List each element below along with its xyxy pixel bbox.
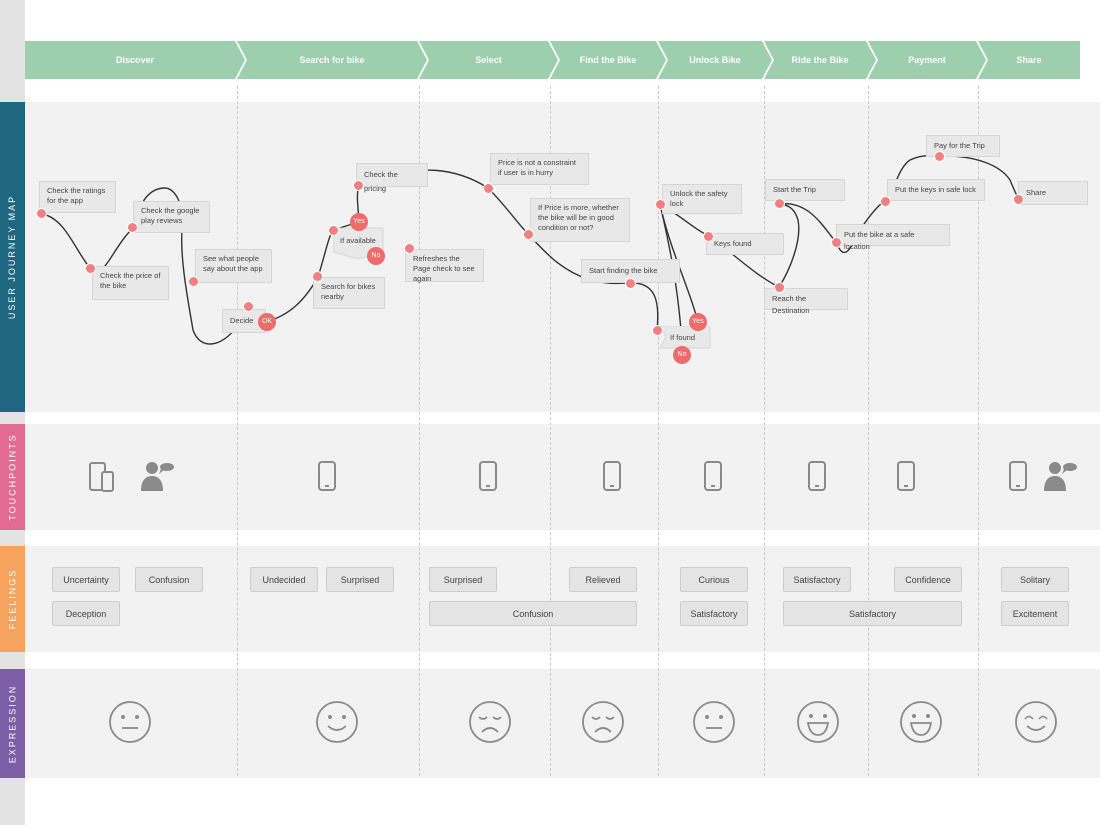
step-price-not: Price is not a constraint if user is in … [490, 153, 589, 185]
stage-find: Find the Bike [550, 41, 666, 79]
step-share: Share [1018, 181, 1088, 205]
sad-face-icon [469, 701, 511, 743]
touchpoints-band [25, 424, 1100, 530]
feeling-chip: Surprised [429, 567, 497, 592]
no-badge: No [673, 346, 691, 364]
person-chat-icon [1044, 462, 1077, 491]
step-search-bikes: Search for bikes nearby [313, 277, 385, 309]
journey-row-label: USER JOURNEY MAP [0, 102, 25, 412]
feeling-chip: Surprised [326, 567, 394, 592]
step-if-price-more: If Price is more, whether the bike will … [530, 198, 630, 242]
stage-select: Select [419, 41, 558, 79]
stage-search: Search for bike [237, 41, 427, 79]
devices-icon [89, 462, 114, 492]
smile-face-icon [316, 701, 358, 743]
grin-face-icon [900, 701, 942, 743]
step-marker [483, 183, 494, 194]
step-marker [703, 231, 714, 242]
step-refreshes: Refreshes the Page check to see again [405, 249, 484, 283]
stage-divider [658, 86, 659, 776]
step-keys-found: Keys found [706, 233, 784, 255]
step-marker [523, 229, 534, 240]
step-check-pricing: Check the pricing [356, 163, 428, 193]
feeling-chip: Deception [52, 601, 120, 626]
sad-face-icon [582, 701, 624, 743]
step-check-price: Check the price of the bike [92, 266, 169, 300]
step-put-bike: Put the bike at a safe location [836, 224, 950, 251]
feeling-chip: Satisfactory [783, 567, 851, 592]
feeling-chip: Undecided [250, 567, 318, 592]
step-marker [188, 276, 199, 287]
feeling-chip: Solitary [1001, 567, 1069, 592]
feeling-chip: Satisfactory [783, 601, 962, 626]
step-check-google: Check the google play reviews [133, 201, 210, 233]
stage-payment: Payment [868, 41, 986, 79]
feelings-row-label: FEELINGS [0, 546, 25, 652]
step-marker [1013, 194, 1024, 205]
step-marker [831, 237, 842, 248]
step-marker [774, 198, 785, 209]
step-marker [127, 222, 138, 233]
step-marker [243, 301, 254, 312]
grin-face-icon [797, 701, 839, 743]
feeling-chip: Confusion [429, 601, 637, 626]
neutral-face-icon [109, 701, 151, 743]
step-check-ratings: Check the ratings for the app [39, 181, 116, 213]
stage-divider [978, 86, 979, 776]
touchpoints-row-label: TOUCHPOINTS [0, 424, 25, 530]
step-marker [880, 196, 891, 207]
stage-discover: Discover [25, 41, 245, 79]
yes-badge: Yes [689, 313, 707, 331]
phone-icon [318, 461, 336, 491]
happy-face-icon [1015, 701, 1057, 743]
step-if-found: If found [670, 333, 696, 342]
phone-icon [808, 461, 826, 491]
step-if-available: If available [340, 236, 376, 245]
stage-divider [237, 86, 238, 776]
step-marker [934, 151, 945, 162]
step-pay-trip: Pay for the Trip [926, 135, 1000, 157]
step-put-keys: Put the keys in safe lock [887, 179, 985, 201]
step-marker [36, 208, 47, 219]
step-marker [774, 282, 785, 293]
phone-icon [603, 461, 621, 491]
stage-unlock: Unlock Bike [658, 41, 772, 79]
step-reach-destination: Reach the Destination [764, 288, 848, 315]
feeling-chip: Uncertainty [52, 567, 120, 592]
stage-divider [868, 86, 869, 776]
step-marker [625, 278, 636, 289]
step-start-trip: Start the Trip [765, 179, 845, 201]
phone-icon [1009, 461, 1027, 491]
phone-icon [897, 461, 915, 491]
feeling-chip: Confidence [894, 567, 962, 592]
step-marker [312, 271, 323, 282]
expression-row-label: EXPRESSION [0, 669, 25, 778]
phone-icon [479, 461, 497, 491]
step-marker [652, 325, 663, 336]
step-unlock-safety: Unlock the safety lock [662, 184, 742, 214]
step-marker [328, 225, 339, 236]
step-marker [85, 263, 96, 274]
stage-divider [764, 86, 765, 776]
feeling-chip: Satisfactory [680, 601, 748, 626]
person-chat-icon [141, 462, 174, 491]
feeling-chip: Confusion [135, 567, 203, 592]
no-badge: No [367, 247, 385, 265]
stage-share: Share [978, 41, 1080, 79]
neutral-face-icon [693, 701, 735, 743]
yes-badge: Yes [350, 213, 368, 231]
stage-divider [550, 86, 551, 776]
phone-icon [704, 461, 722, 491]
feeling-chip: Excitement [1001, 601, 1069, 626]
stage-divider [419, 86, 420, 776]
step-marker [353, 180, 364, 191]
feeling-chip: Curious [680, 567, 748, 592]
step-marker [404, 243, 415, 254]
ok-badge: OK [258, 313, 276, 331]
feelings-band [25, 546, 1100, 652]
step-see-what: See what people say about the app [195, 249, 272, 283]
step-marker [655, 199, 666, 210]
feeling-chip: Relieved [569, 567, 637, 592]
stage-ride: Ride the Bike [764, 41, 876, 79]
